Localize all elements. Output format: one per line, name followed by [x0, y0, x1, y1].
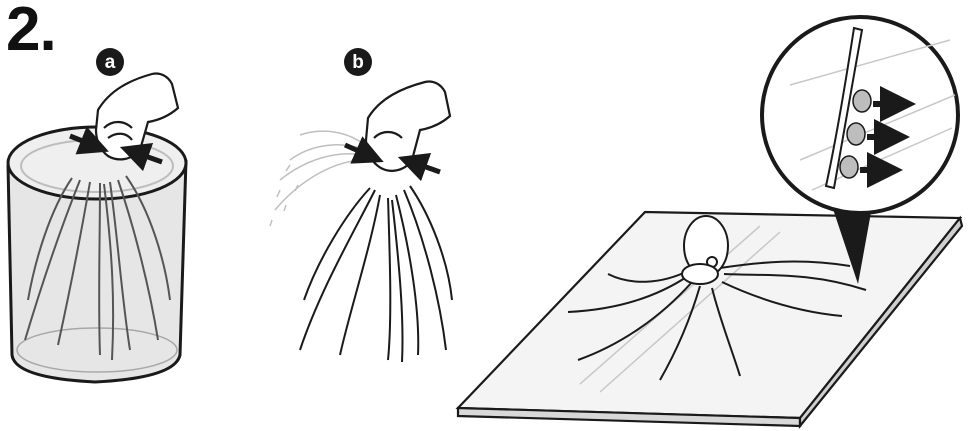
jar-icon	[8, 127, 186, 382]
octopus-dangling	[300, 186, 452, 362]
hand-icon	[366, 81, 450, 170]
